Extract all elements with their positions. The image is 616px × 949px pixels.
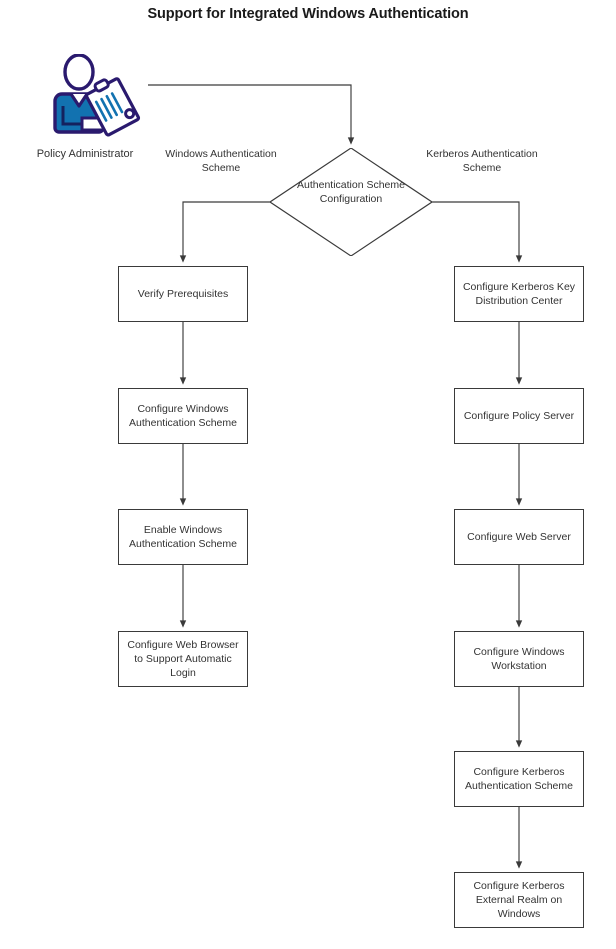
edge-label-kerberos-authentication-scheme: Kerberos Authentication Scheme bbox=[426, 148, 538, 174]
page-title: Support for Integrated Windows Authentic… bbox=[147, 6, 469, 22]
node-enable-windows-authentication-scheme[interactable]: Enable Windows Authentication Scheme bbox=[118, 509, 248, 565]
policy-administrator-icon bbox=[46, 53, 142, 140]
node-configure-windows-authentication-scheme[interactable]: Configure Windows Authentication Scheme bbox=[118, 388, 248, 444]
edge-label-windows-authentication-scheme: Windows Authentication Scheme bbox=[165, 148, 277, 174]
node-verify-prerequisites[interactable]: Verify Prerequisites bbox=[118, 266, 248, 322]
node-configure-kerberos-key-distribution-center[interactable]: Configure Kerberos Key Distribution Cent… bbox=[454, 266, 584, 322]
decision-label: Authentication Scheme Configuration bbox=[297, 179, 405, 205]
edge-decision-to-right-1 bbox=[432, 201, 523, 263]
node-configure-web-server[interactable]: Configure Web Server bbox=[454, 509, 584, 565]
edge-decision-to-left-1 bbox=[179, 201, 270, 263]
decision-diamond-shape bbox=[270, 148, 432, 256]
node-configure-web-browser-automatic-login[interactable]: Configure Web Browser to Support Automat… bbox=[118, 631, 248, 687]
node-configure-kerberos-external-realm-on-windows[interactable]: Configure Kerberos External Realm on Win… bbox=[454, 872, 584, 928]
policy-administrator-label: Policy Administrator bbox=[36, 148, 134, 160]
node-configure-policy-server[interactable]: Configure Policy Server bbox=[454, 388, 584, 444]
decision-authentication-scheme-configuration[interactable]: Authentication Scheme Configuration bbox=[270, 148, 432, 256]
node-configure-kerberos-authentication-scheme[interactable]: Configure Kerberos Authentication Scheme bbox=[454, 751, 584, 807]
node-configure-windows-workstation[interactable]: Configure Windows Workstation bbox=[454, 631, 584, 687]
edge-actor-to-decision bbox=[148, 84, 355, 145]
